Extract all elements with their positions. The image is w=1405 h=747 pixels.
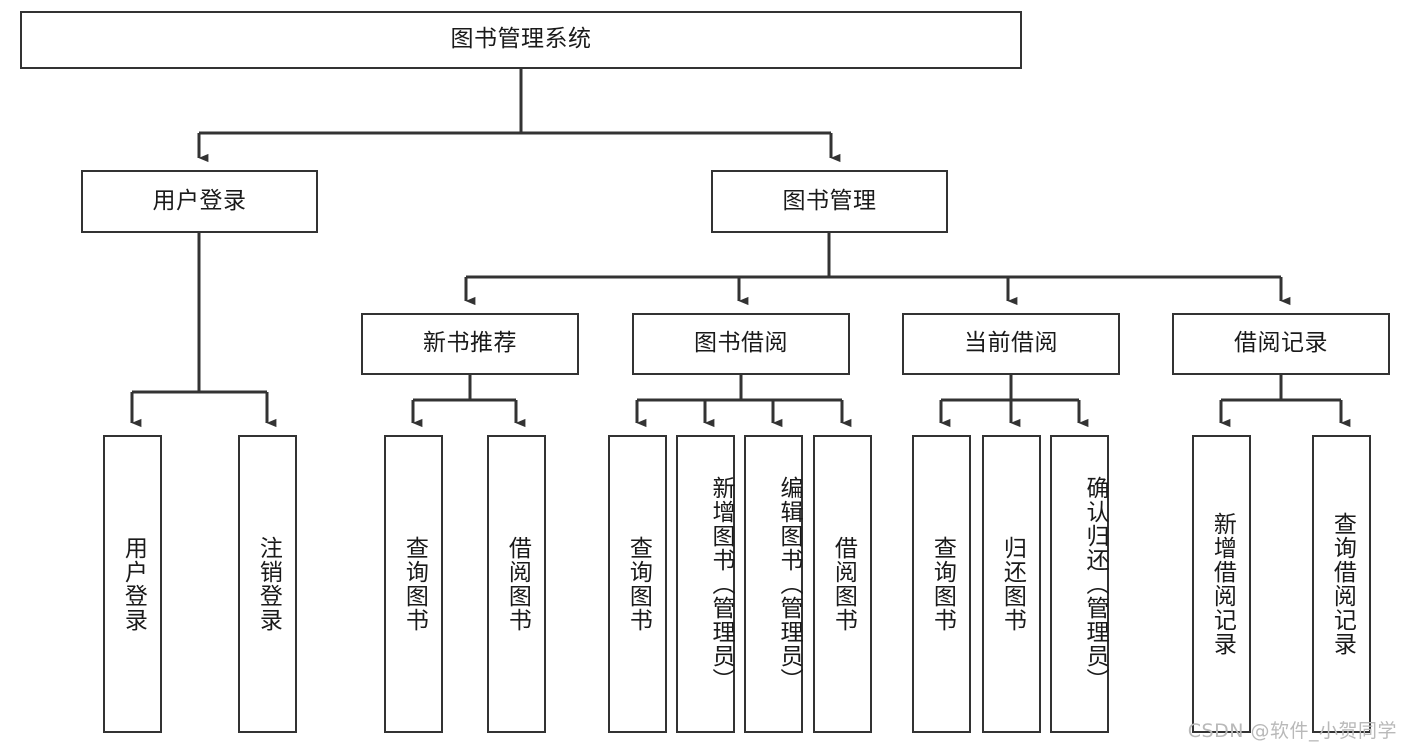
node-leaf-logout[interactable]: 注销登录 — [238, 435, 297, 733]
node-leaf-borrow-book-1-label: 借阅图书 — [504, 536, 531, 632]
node-current-borrow-label: 当前借阅 — [964, 330, 1058, 357]
node-leaf-confirm-return[interactable]: 确认归还（管理员） — [1050, 435, 1109, 733]
node-leaf-edit-book-label: 编辑图书（管理员） — [776, 476, 802, 692]
node-leaf-add-book[interactable]: 新增图书（管理员） — [676, 435, 735, 733]
node-leaf-return-book[interactable]: 归还图书 — [982, 435, 1041, 733]
node-borrow-record[interactable]: 借阅记录 — [1172, 313, 1390, 375]
node-leaf-query-book-3-label: 查询图书 — [929, 536, 956, 632]
node-leaf-query-record[interactable]: 查询借阅记录 — [1312, 435, 1371, 733]
node-leaf-add-book-label: 新增图书（管理员） — [708, 476, 734, 692]
node-leaf-query-record-label: 查询借阅记录 — [1329, 512, 1356, 656]
node-book-management-label: 图书管理 — [782, 187, 877, 214]
node-leaf-query-book-2-label: 查询图书 — [625, 536, 652, 632]
node-leaf-query-book-2[interactable]: 查询图书 — [608, 435, 667, 733]
node-leaf-query-book-1[interactable]: 查询图书 — [384, 435, 443, 733]
node-leaf-query-book-1-label: 查询图书 — [401, 536, 428, 632]
node-leaf-borrow-book-1[interactable]: 借阅图书 — [487, 435, 546, 733]
node-leaf-edit-book[interactable]: 编辑图书（管理员） — [744, 435, 803, 733]
node-leaf-borrow-book-2-label: 借阅图书 — [830, 536, 857, 632]
node-user-login[interactable]: 用户登录 — [81, 170, 318, 233]
node-leaf-query-book-3[interactable]: 查询图书 — [912, 435, 971, 733]
node-book-management[interactable]: 图书管理 — [711, 170, 948, 233]
node-leaf-add-record[interactable]: 新增借阅记录 — [1192, 435, 1251, 733]
node-book-borrow-label: 图书借阅 — [694, 330, 788, 357]
csdn-watermark: CSDN @软件_小贺同学 — [1187, 720, 1397, 742]
node-leaf-return-book-label: 归还图书 — [999, 536, 1026, 632]
node-book-borrow[interactable]: 图书借阅 — [632, 313, 850, 375]
node-leaf-borrow-book-2[interactable]: 借阅图书 — [813, 435, 872, 733]
node-borrow-record-label: 借阅记录 — [1234, 330, 1328, 357]
node-new-book-recommend-label: 新书推荐 — [423, 330, 517, 357]
node-root-label: 图书管理系统 — [450, 26, 592, 53]
node-leaf-user-login-label: 用户登录 — [120, 536, 147, 632]
node-new-book-recommend[interactable]: 新书推荐 — [361, 313, 579, 375]
node-leaf-logout-label: 注销登录 — [255, 536, 282, 632]
node-leaf-user-login[interactable]: 用户登录 — [103, 435, 162, 733]
node-root[interactable]: 图书管理系统 — [20, 11, 1022, 69]
node-leaf-confirm-return-label: 确认归还（管理员） — [1082, 476, 1108, 692]
node-current-borrow[interactable]: 当前借阅 — [902, 313, 1120, 375]
node-leaf-add-record-label: 新增借阅记录 — [1209, 512, 1236, 656]
node-user-login-label: 用户登录 — [152, 187, 247, 214]
